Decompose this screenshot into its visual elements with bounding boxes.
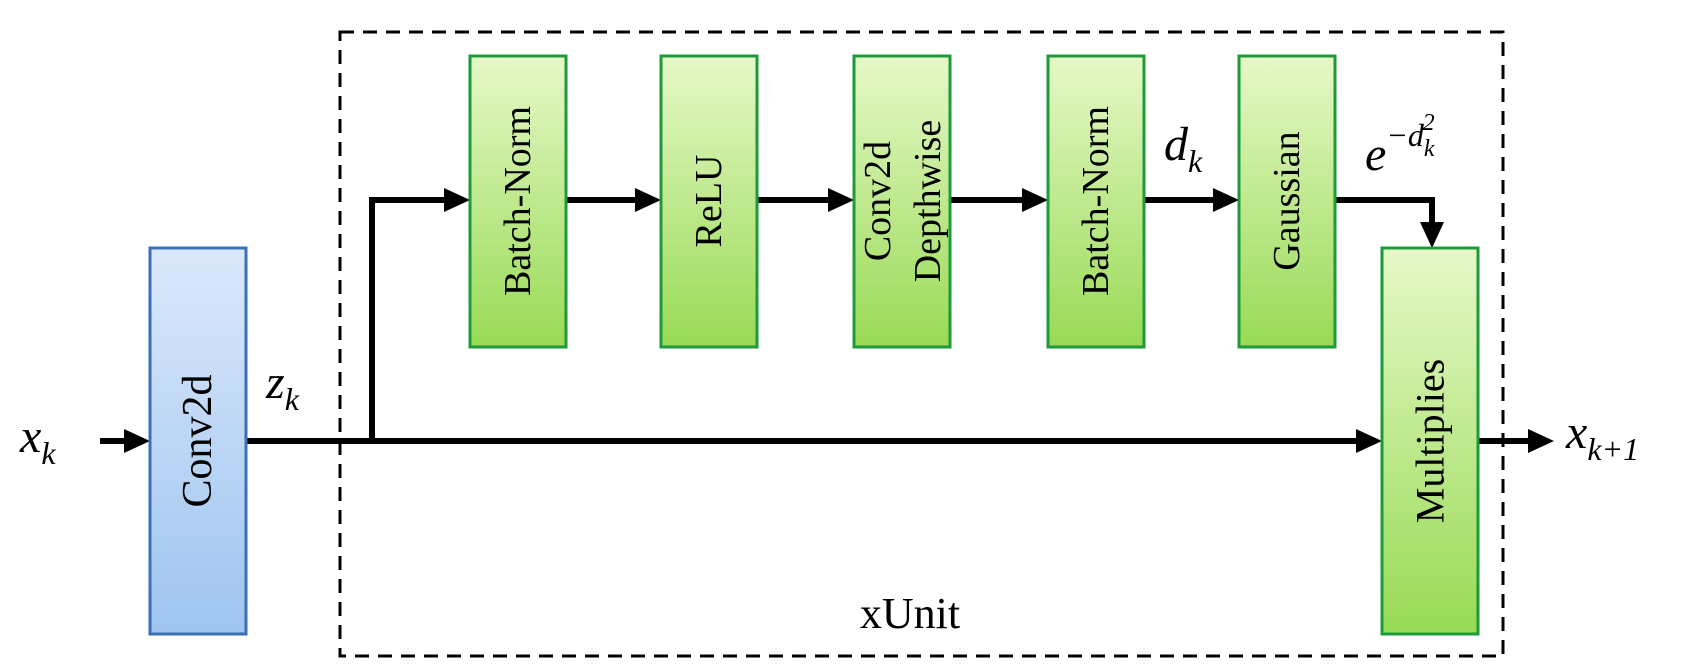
arrowheads <box>124 188 1554 453</box>
xunit-group-border <box>338 30 1505 658</box>
arrowhead-relu <box>635 188 661 212</box>
arrowhead-bn2 <box>1022 188 1048 212</box>
gaussian-label: Gaussian <box>1266 131 1308 270</box>
batchnorm-2-label: Batch-Norm <box>1075 106 1117 296</box>
arrowhead-input <box>124 429 150 453</box>
depthwise-label-line1: Conv2d <box>857 141 899 261</box>
xunit-label: xUnit <box>860 589 960 638</box>
z-k-label: zk <box>265 356 300 417</box>
arrowhead-multiplies-left <box>1356 429 1382 453</box>
arrowhead-depthwise <box>828 188 854 212</box>
output-x-k-plus-1-label: xk+1 <box>1565 406 1639 467</box>
depthwise-label-line2: Depthwise <box>907 120 949 283</box>
input-x-k-label: xk <box>19 410 56 471</box>
depthwise-conv-block: Conv2d Depthwise <box>852 54 952 349</box>
arrow-branch-up <box>369 197 448 441</box>
multiplies-block: Multiplies <box>1380 246 1480 636</box>
arrow-gaussian-to-multiplies <box>1335 197 1435 228</box>
batchnorm-block-2: Batch-Norm <box>1046 54 1146 349</box>
gaussian-output-label: e−dk2 <box>1365 110 1435 181</box>
multiplies-label: Multiplies <box>1408 359 1453 523</box>
arrowhead-output <box>1528 429 1554 453</box>
connection-lines <box>100 197 1532 444</box>
arrowhead-gaussian <box>1213 188 1239 212</box>
conv2d-label: Conv2d <box>175 374 221 507</box>
d-k-label: dk <box>1164 118 1203 179</box>
batchnorm-block-1: Batch-Norm <box>468 54 568 349</box>
conv2d-block: Conv2d <box>148 246 248 636</box>
gaussian-block: Gaussian <box>1237 54 1337 349</box>
batchnorm-1-label: Batch-Norm <box>497 106 539 296</box>
relu-block: ReLU <box>659 54 759 349</box>
arrowhead-multiplies-top <box>1420 222 1444 248</box>
arrowhead-bn1 <box>444 188 470 212</box>
relu-label: ReLU <box>688 155 730 248</box>
